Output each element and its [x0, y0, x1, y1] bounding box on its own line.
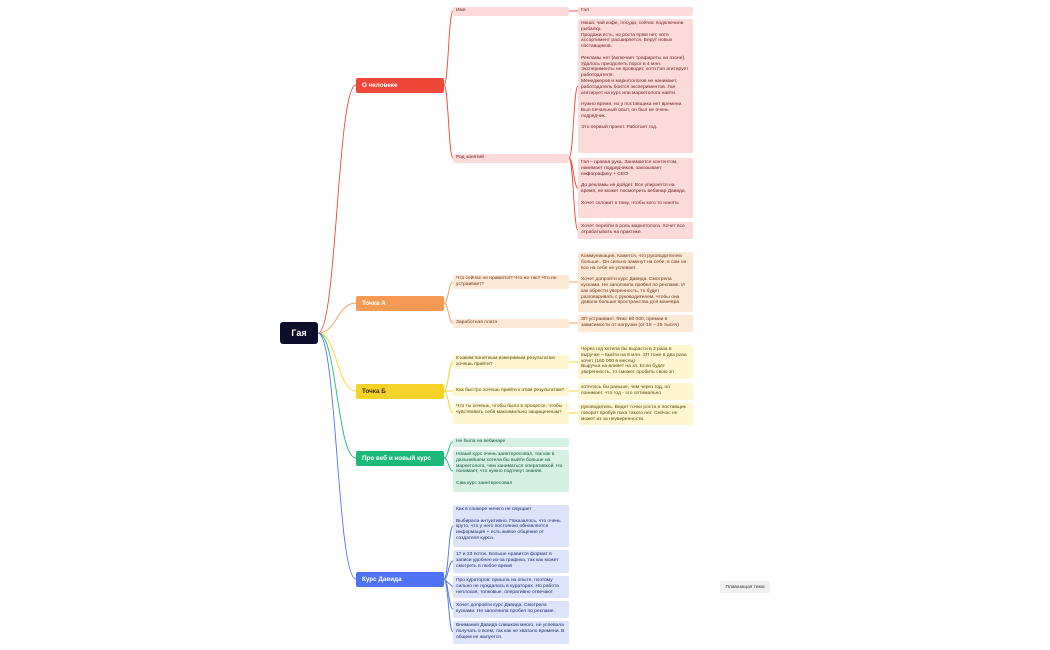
link-occ-1 — [568, 85, 579, 159]
topic-david-speaker[interactable]: Как в спикере ничего не смущает Выбирала… — [453, 505, 569, 547]
topic-occupation[interactable]: Род занятий — [453, 154, 569, 163]
link-david-1 — [443, 525, 454, 580]
link-root-point-b — [317, 332, 357, 392]
topic-salary[interactable]: Заработная плата — [453, 319, 569, 328]
topic-point-a-dislike[interactable]: Что сейчас не нравится? Что не так? Что … — [453, 275, 569, 289]
leaf-salary[interactable]: ЗП устраивает. Фикс 80 000, премии в зав… — [578, 315, 693, 332]
link-occ-3 — [568, 157, 579, 231]
topic-david-finish[interactable]: Хочет допройти курс Давида. Смотрела кус… — [453, 601, 569, 618]
leaf-safety[interactable]: руководитель. Видит точки роста и постав… — [578, 403, 693, 425]
link-root-david — [317, 332, 357, 580]
branch-point-a[interactable]: Точка А — [356, 296, 444, 311]
leaf-occupation-goal[interactable]: Хочет перейти в роль маркетолога. Хочет … — [578, 222, 693, 239]
branch-point-b[interactable]: Точка Б — [356, 384, 444, 399]
topic-david-attention[interactable]: Внимания Давида слишком много, не успева… — [453, 621, 569, 644]
topic-new-course[interactable]: Новый курс очень заинтересовал, так как … — [453, 450, 569, 492]
leaf-occupation-details[interactable]: Ниша: чай кофе, посуда, сейчас подключил… — [578, 19, 693, 153]
branch-about[interactable]: О человеке — [356, 78, 444, 93]
leaf-name-value[interactable]: Гая — [578, 7, 693, 16]
topic-david-curators[interactable]: Про кураторов: пришла на опыте, поэтому … — [453, 576, 569, 598]
link-web-2 — [443, 457, 454, 472]
leaf-measurable-results[interactable]: Через год хотела бы вырасти в 2 раза в в… — [578, 345, 693, 379]
topic-measurable-results[interactable]: К каким понятным измеримым результатам х… — [453, 355, 569, 369]
leaf-timeframe[interactable]: хотелось бы раньше, чем через год, но по… — [578, 383, 693, 400]
topic-name[interactable]: Имя — [453, 7, 569, 16]
link-a-q2 — [443, 302, 454, 324]
link-root-about — [317, 84, 357, 334]
link-root-web — [317, 332, 357, 459]
topic-safety[interactable]: Что ты хочешь, чтобы было в процессе, чт… — [453, 403, 569, 424]
link-a-q1 — [443, 281, 454, 304]
link-b-q3 — [443, 390, 454, 414]
link-david-5 — [443, 578, 454, 633]
leaf-occupation-role[interactable]: Гая – правая рука. Занимается контентом,… — [578, 158, 693, 218]
link-b-q1 — [443, 361, 454, 392]
link-about-occupation — [443, 84, 454, 159]
link-david-2 — [443, 560, 454, 580]
branch-david-course[interactable]: Курс Давида — [356, 572, 444, 587]
link-about-name — [443, 10, 454, 86]
leaf-point-a-dislike[interactable]: Коммуникация. Кажется, что руководителем… — [578, 252, 693, 312]
floating-topic[interactable]: Плавающая тема — [720, 581, 770, 593]
root-node[interactable]: Гая — [280, 322, 318, 344]
link-web-1 — [443, 441, 454, 459]
branch-web-course[interactable]: Про веб и новый курс — [356, 451, 444, 466]
topic-timeframe[interactable]: Как быстро хочешь прийти к этим результа… — [453, 387, 569, 396]
link-root-point-a — [317, 302, 357, 334]
topic-david-streams[interactable]: 17 и 23 поток. Больше нравится формат в … — [453, 550, 569, 573]
topic-webinar[interactable]: Не была на вебинаре — [453, 438, 569, 447]
